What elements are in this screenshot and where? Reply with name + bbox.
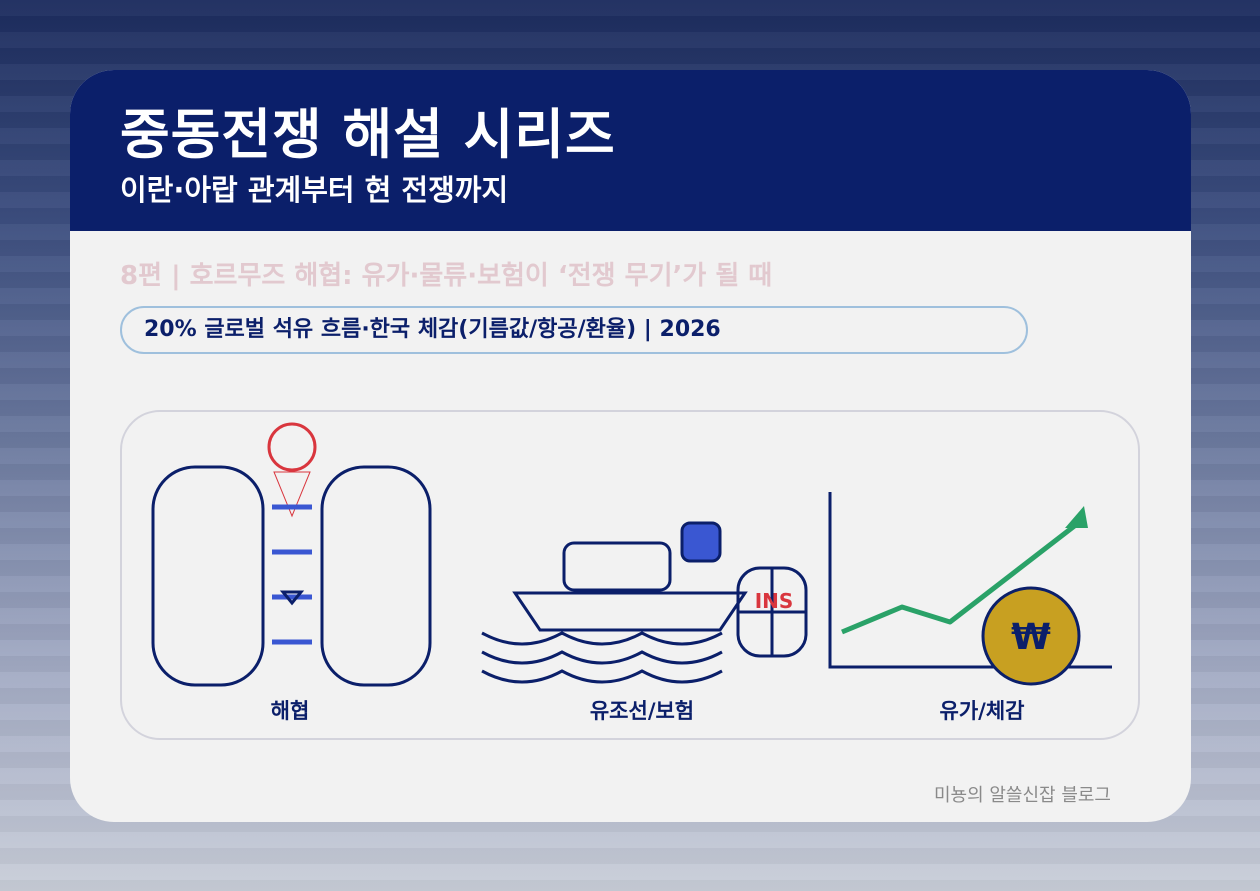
price-label: 유가/체감: [940, 699, 1025, 723]
trend-arrow-icon: [841, 522, 1079, 635]
illustration-svg: 해협 INS 유조선/보험: [151, 422, 1112, 723]
blog-name: 미뇽의 알쓸신잡 블로그: [933, 785, 1111, 806]
tag-line-text: 20% 글로벌 석유 흐름·한국 체감(기름값/항공/환율) | 2026: [144, 317, 721, 342]
tag-pill: 20% 글로벌 석유 흐름·한국 체감(기름값/항공/환율) | 2026: [120, 306, 1028, 354]
strait-illustration: 해협: [151, 422, 432, 723]
strait-label: 해협: [271, 699, 310, 723]
ship-icon: [512, 591, 748, 632]
tanker-label: 유조선/보험: [590, 699, 694, 723]
series-title: 중동전쟁 해설 시리즈: [120, 103, 616, 166]
container-block: [680, 521, 722, 563]
won-coin-icon: [981, 586, 1081, 686]
insurance-mark: INS: [755, 589, 794, 613]
down-triangle-icon: [273, 471, 311, 518]
right-landmass: [320, 465, 432, 687]
trend-arrowhead: [1065, 506, 1088, 528]
episode-title: 8편 | 호르무즈 해협: 유가·물류·보험이 ‘전쟁 무기’가 될 때: [120, 261, 773, 291]
vessel-marker-icon: [279, 590, 305, 606]
card-header: 중동전쟁 해설 시리즈 이란·아랍 관계부터 현 전쟁까지: [70, 70, 1191, 231]
series-card: 중동전쟁 해설 시리즈 이란·아랍 관계부터 현 전쟁까지 8편 | 호르무즈 …: [70, 70, 1191, 822]
tanker-illustration: INS 유조선/보험: [481, 521, 808, 723]
price-illustration: ₩ 유가/체감: [828, 492, 1112, 723]
waves-icon: [481, 631, 723, 684]
left-landmass: [151, 465, 265, 687]
ship-cabin: [562, 541, 672, 592]
won-symbol: ₩: [1011, 617, 1051, 658]
target-circle-icon: [267, 422, 317, 472]
illustration-panel: 해협 INS 유조선/보험: [120, 410, 1140, 740]
series-subtitle: 이란·아랍 관계부터 현 전쟁까지: [120, 173, 509, 207]
